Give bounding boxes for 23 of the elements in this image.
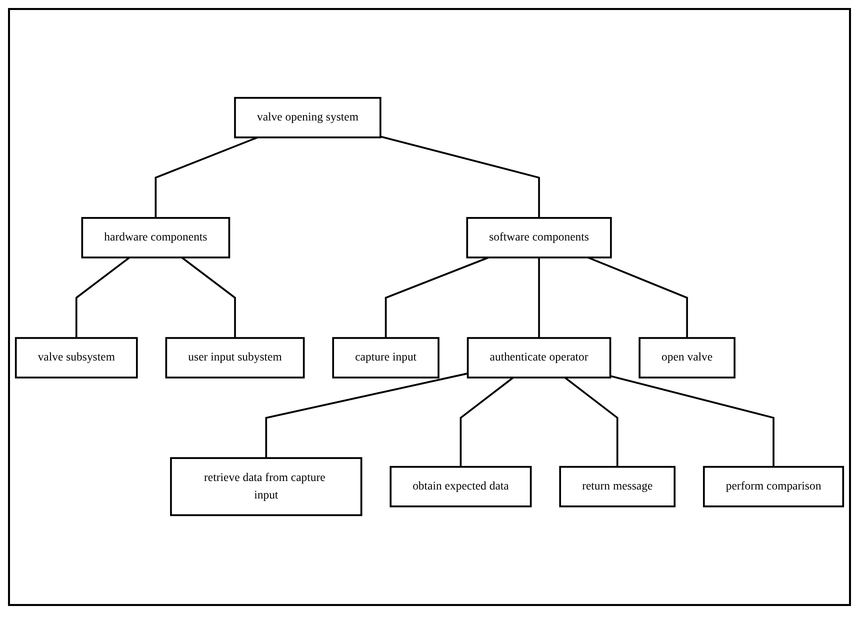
connector [460, 377, 514, 468]
connector [587, 257, 688, 338]
node-box: user input subystem [165, 338, 305, 379]
connector [538, 258, 540, 338]
connector [181, 257, 236, 338]
node-box: perform comparison [702, 466, 844, 508]
node-box: return message [559, 466, 676, 508]
node-box: software components [466, 218, 612, 259]
node-box: valve subsystem [14, 338, 138, 379]
node-box: capture input [332, 338, 440, 379]
connector [265, 373, 468, 459]
node-box: authenticate operator [466, 338, 612, 379]
connector [610, 376, 774, 468]
connector [154, 137, 258, 218]
node-box: hardware components [81, 218, 230, 259]
node-box: open valve [638, 338, 736, 379]
connector [380, 136, 540, 218]
node-box: obtain expected data [390, 466, 532, 508]
node-box: valve opening system [234, 97, 382, 139]
connector [564, 377, 618, 468]
connector [384, 257, 489, 338]
node-box: retrieve data from capture input [170, 458, 362, 517]
connector [75, 257, 130, 338]
